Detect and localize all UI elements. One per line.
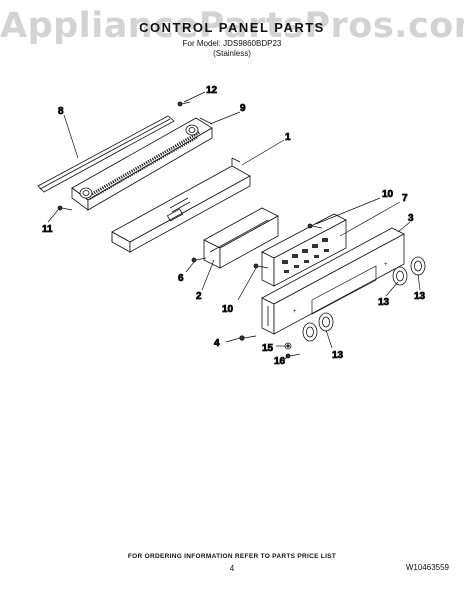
- callout-1: 1: [285, 132, 291, 143]
- callout-13-bottom: 13: [332, 350, 344, 361]
- callout-10-upper: 10: [382, 189, 394, 200]
- part-3-control-panel: + +: [261, 227, 405, 335]
- part-7-control-board: [261, 213, 347, 287]
- document-number: W10463559: [405, 563, 449, 572]
- page-title: CONTROL PANEL PARTS: [139, 20, 325, 35]
- part-15-nut: [284, 342, 292, 350]
- svg-text:+: +: [293, 309, 297, 315]
- callout-10-lower: 10: [222, 304, 234, 315]
- part-8-trim-strip: [37, 115, 175, 193]
- part-12-screw: [177, 101, 191, 107]
- part-4-screw: [239, 335, 257, 341]
- part-11-screw: [57, 205, 73, 211]
- callout-2: 2: [196, 291, 202, 302]
- finish-line: (Stainless): [213, 49, 251, 58]
- callout-13-right: 13: [414, 291, 426, 302]
- part-9-vent-panel: [71, 117, 213, 211]
- part-2-channel: [203, 207, 279, 269]
- part-16-screw: [285, 353, 301, 359]
- watermark-text: AppliancePartsPros.com: [0, 6, 464, 46]
- page-number: 4: [229, 564, 235, 573]
- callout-16: 16: [274, 356, 286, 367]
- callout-15: 15: [262, 343, 274, 354]
- part-6-screw: [191, 257, 207, 263]
- callout-13-left: 13: [378, 297, 390, 308]
- part-13-knobs: [302, 256, 426, 342]
- model-line: For Model: JDS9860BDP23: [182, 39, 282, 48]
- callout-8: 8: [58, 106, 64, 117]
- svg-text:+: +: [384, 262, 388, 268]
- callout-4: 4: [214, 338, 220, 349]
- part-10-screw-lower: [253, 263, 269, 269]
- callout-3: 3: [408, 213, 414, 224]
- ordering-note: FOR ORDERING INFORMATION REFER TO PARTS …: [127, 553, 337, 560]
- callout-12: 12: [206, 85, 218, 96]
- callout-11: 11: [42, 224, 53, 235]
- callout-labels: 12 8 9 1 11 10 7 3 6 2 10 13 13 4 15 16 …: [42, 85, 426, 368]
- callout-7: 7: [402, 193, 408, 204]
- callout-6: 6: [178, 273, 184, 284]
- part-10-screw-upper: [307, 223, 323, 229]
- part-1-bracket: [111, 157, 251, 253]
- callout-9: 9: [240, 103, 246, 114]
- leader-lines: [47, 91, 421, 361]
